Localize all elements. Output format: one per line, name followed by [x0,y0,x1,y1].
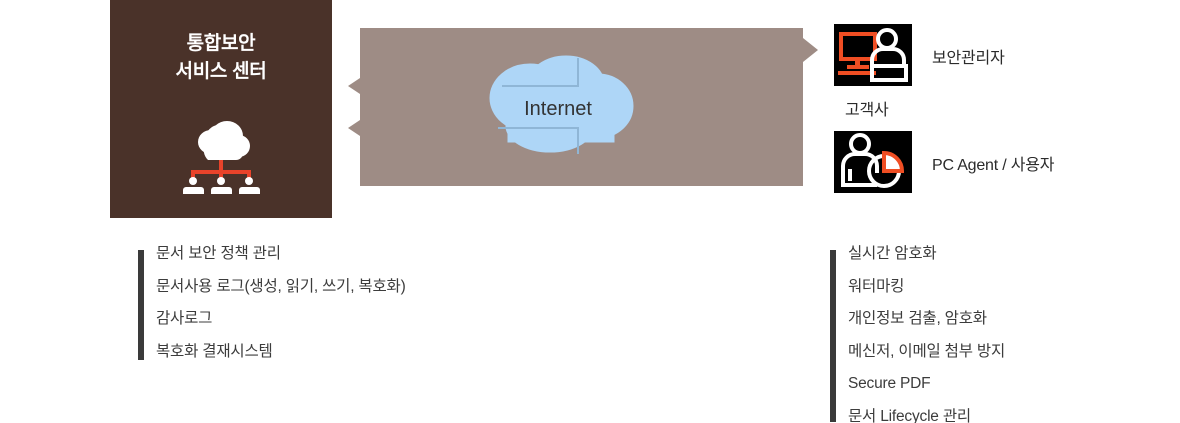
list-item: 복호화 결재시스템 [156,342,273,360]
user-agent-clock-icon [834,131,912,193]
list-item: 문서 Lifecycle 관리 [848,407,971,423]
center-feature-list: 문서 보안 정책 관리 문서사용 로그(생성, 읽기, 쓰기, 복호화) 감사로… [138,245,406,360]
service-center-panel: 통합보안 서비스 센터 [110,0,332,218]
node-pc-agent-user: PC Agent / 사용자 [834,131,1094,193]
internet-cloud-icon [468,54,648,164]
list-item: 감사로그 [156,310,213,327]
node-pc-agent-user-label: PC Agent / 사용자 [932,157,1055,174]
customer-company-label: 고객사 [845,102,889,119]
list-item: 실시간 암호화 [848,245,937,262]
list-item: 메신저, 이메일 첨부 방지 [848,342,1006,360]
list-item: 문서사용 로그(생성, 읽기, 쓰기, 복호화) [156,277,406,295]
node-security-admin: 보안관리자 [834,24,1074,86]
list-item: Secure PDF [848,375,931,392]
network-band: Internet [348,28,818,186]
list-item: 워터마킹 [848,277,905,295]
list-item: 개인정보 검출, 암호화 [848,310,987,327]
cloud-network-users-icon [175,108,267,197]
client-feature-list: 실시간 암호화 워터마킹 개인정보 검출, 암호화 메신저, 이메일 첨부 방지… [830,246,1005,423]
service-center-title: 통합보안 서비스 센터 [175,33,267,82]
client-feature-accent-bar [830,250,836,422]
center-feature-accent-bar [138,250,144,360]
monitor-admin-icon [834,24,912,86]
list-item: 문서 보안 정책 관리 [156,245,281,262]
node-security-admin-label: 보안관리자 [932,50,1005,67]
